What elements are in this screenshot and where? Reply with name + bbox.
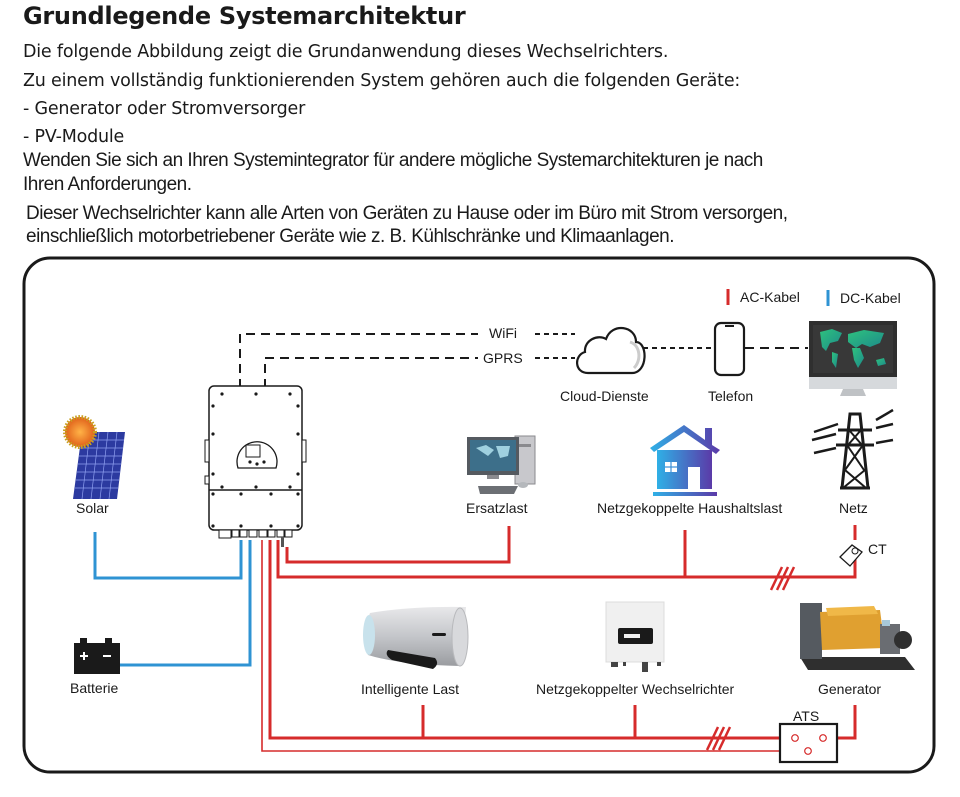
solar-panel-icon (63, 415, 125, 500)
current-transformer-icon (839, 544, 863, 567)
ats-switch (778, 722, 839, 764)
intro-line-5: Wenden Sie sich an Ihren Systemintegrato… (23, 150, 763, 171)
generator-label: Generator (818, 681, 881, 697)
desktop-computer-icon (467, 435, 536, 494)
ac-wire-grid (276, 540, 857, 579)
phone-label: Telefon (708, 388, 753, 404)
water-heater-icon (363, 606, 469, 669)
generator-icon (800, 603, 915, 670)
battery-label: Batterie (70, 680, 118, 696)
dc-wires (93, 532, 252, 667)
ct-label: CT (868, 541, 887, 557)
gprs-link (264, 357, 478, 388)
grid-inverter-label: Netzgekoppelter Wechselrichter (536, 681, 735, 697)
intro-line-4: - PV-Module (23, 127, 125, 147)
cloud-label: Cloud-Dienste (560, 388, 649, 404)
communication-links (239, 333, 808, 388)
power-pylon-icon (811, 408, 894, 490)
dc-wire-battery (120, 540, 252, 667)
ac-wire-smart-load (268, 540, 792, 740)
intro-line-8: einschließlich motorbetriebener Geräte w… (26, 226, 675, 247)
ats-terminal-generator (819, 734, 827, 742)
intro-line-1: Die folgende Abbildung zeigt die Grundan… (23, 42, 669, 62)
three-phase-marker (769, 566, 796, 591)
intro-line-6: Ihren Anforderungen. (23, 174, 192, 195)
wifi-link (239, 333, 478, 388)
legend-dc-label: DC-Kabel (840, 290, 901, 306)
ats-terminal-output (804, 747, 812, 755)
dc-wire-solar (93, 532, 243, 580)
computer-monitor-icon (809, 321, 897, 396)
ac-wire-backup (285, 526, 511, 564)
solar-label: Solar (76, 500, 109, 516)
intro-line-2: Zu einem vollständig funktionierenden Sy… (23, 71, 741, 91)
page-title: Grundlegende Systemarchitektur (23, 2, 466, 30)
intro-line-3: - Generator oder Stromversorger (23, 99, 306, 119)
cloud-icon (576, 327, 646, 375)
legend: AC-Kabel DC-Kabel (726, 289, 901, 306)
legend-ac-label: AC-Kabel (740, 289, 800, 305)
home-load-label: Netzgekoppelte Haushaltslast (597, 500, 782, 516)
ats-label: ATS (793, 708, 819, 724)
three-phase-marker (705, 726, 732, 751)
phone-icon (713, 321, 746, 377)
grid-label: Netz (839, 500, 868, 516)
smart-load-label: Intelligente Last (361, 681, 459, 697)
gprs-label: GPRS (483, 350, 523, 366)
wifi-label: WiFi (489, 325, 517, 341)
backup-load-label: Ersatzlast (466, 500, 528, 516)
hybrid-inverter-icon (204, 380, 307, 547)
ac-wires (261, 525, 857, 752)
house-icon (650, 425, 720, 496)
intro-line-7: Dieser Wechselrichter kann alle Arten vo… (26, 203, 788, 224)
ac-wire-gen-input (261, 540, 803, 752)
diagram-frame (22, 256, 936, 774)
sun-icon (63, 415, 97, 449)
grid-tied-inverter-icon (605, 601, 665, 672)
battery-icon (74, 638, 120, 674)
ats-terminal-grid (791, 734, 799, 742)
